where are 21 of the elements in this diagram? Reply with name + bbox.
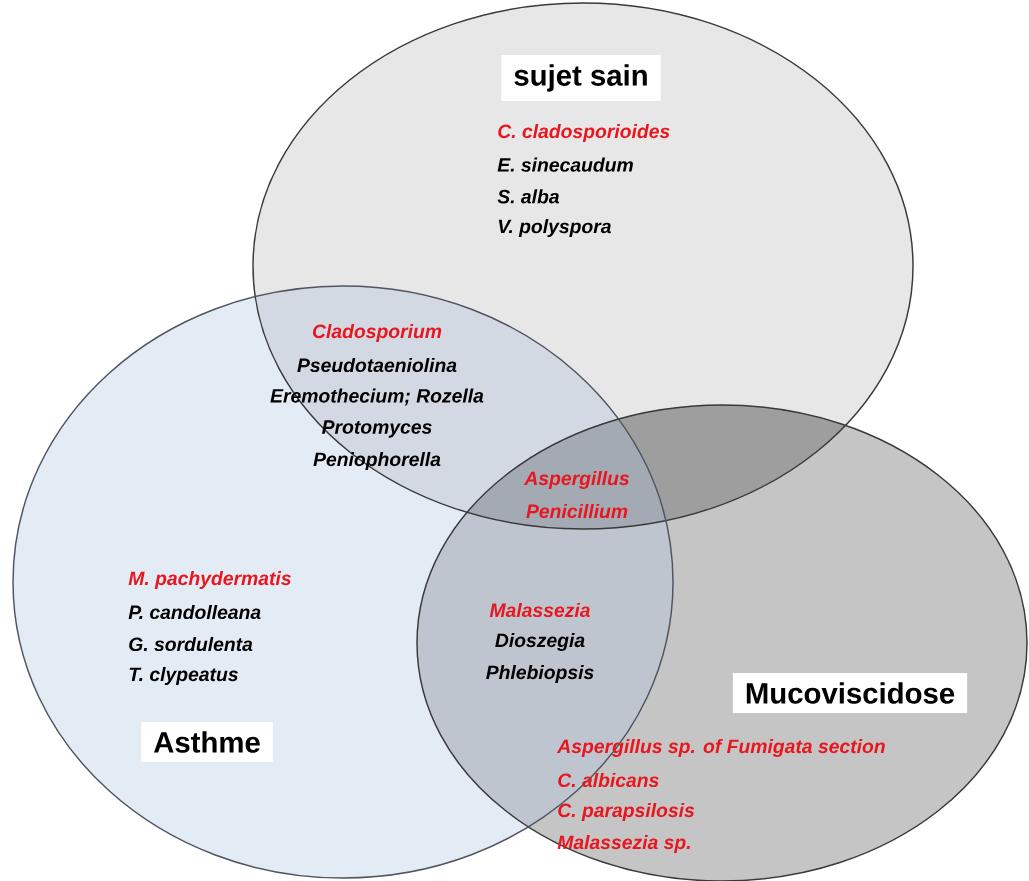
heading-label: Asthme (141, 721, 273, 763)
species-name: M. pachydermatis (128, 571, 291, 589)
species-name: S. alba (497, 189, 559, 204)
species-name: Protomyces (322, 420, 432, 438)
species-name: G. sordulenta (129, 636, 253, 652)
species-name: P. candolleana (128, 604, 261, 620)
species-name: Malassezia sp. (557, 835, 690, 853)
species-name: Pseudotaeniolina (297, 357, 457, 373)
species-name: Penicillium (526, 503, 628, 519)
species-name: Cladosporium (312, 324, 442, 342)
species-name: V. polyspora (498, 219, 611, 238)
species-name: Phlebiopsis (486, 665, 594, 683)
species-name: E. sinecaudum (497, 157, 633, 172)
species-name: Aspergillus (523, 471, 629, 489)
species-name: C. parapsilosis (558, 803, 695, 821)
species-name: Dioszegia (495, 633, 585, 651)
heading-label: sujet sain (501, 55, 661, 101)
species-name: C. cladosporioides (498, 124, 670, 142)
species-name: T. clypeatus (129, 667, 238, 685)
heading-label: Mucoviscidose (732, 672, 968, 714)
species-name: Malassezia (489, 602, 590, 618)
